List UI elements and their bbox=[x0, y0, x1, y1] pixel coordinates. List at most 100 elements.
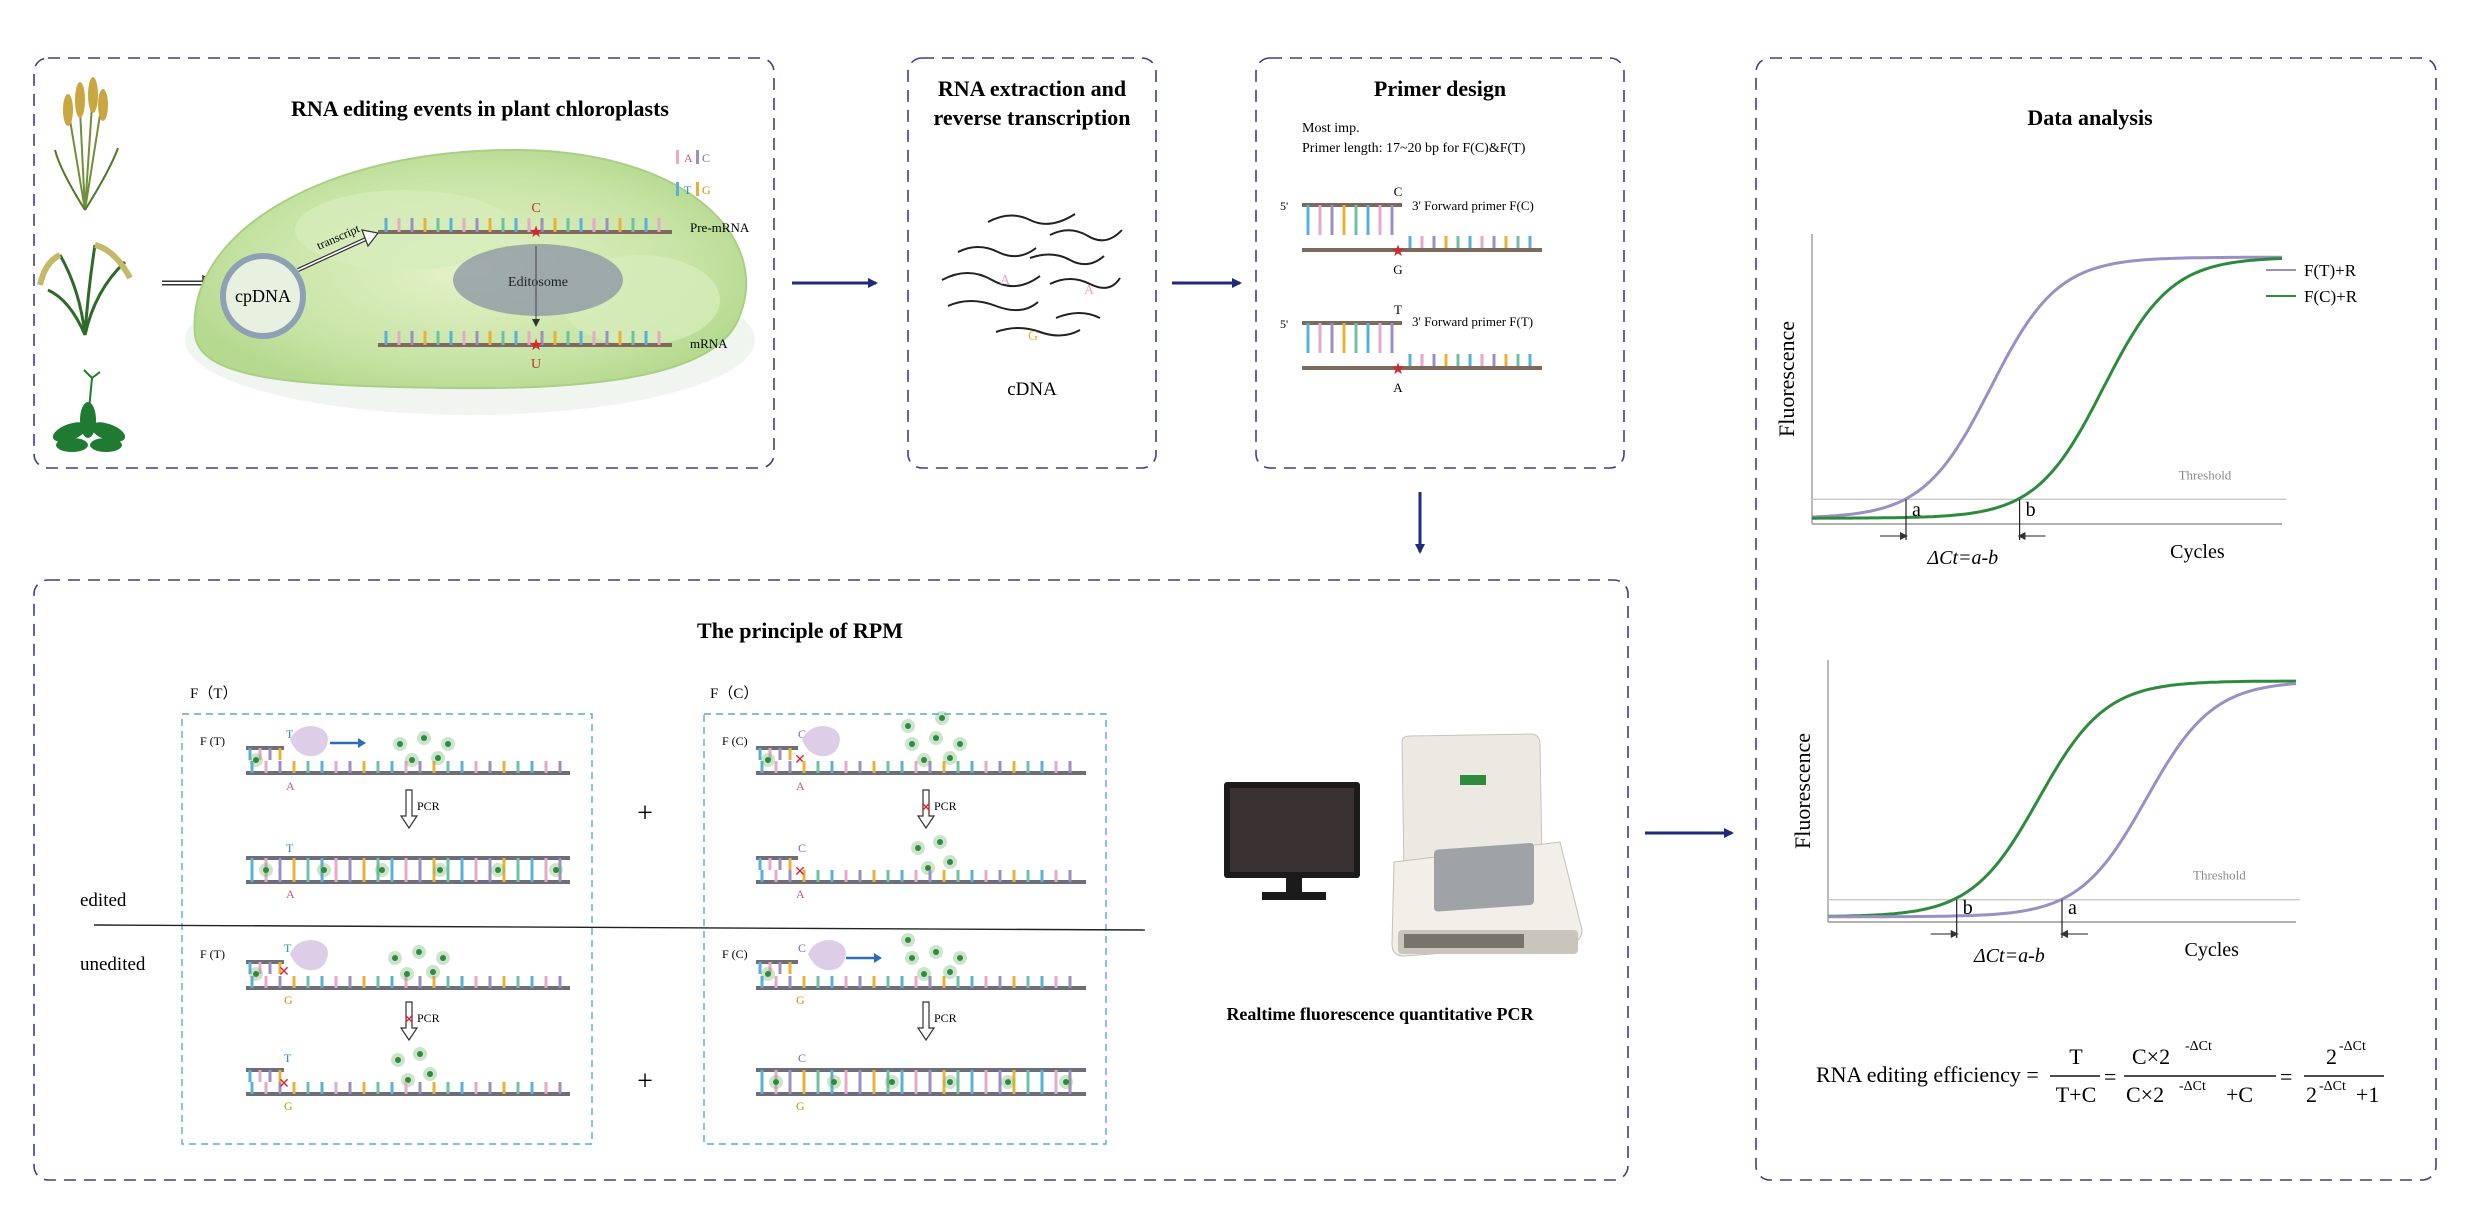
rpm-ft-small-1: F (T) bbox=[200, 734, 225, 748]
formula-exp-1: -ΔCt bbox=[2185, 1039, 2212, 1054]
delta-ct-label: ΔCt=a-b bbox=[1926, 547, 1998, 569]
pcr-arrow-icon bbox=[399, 789, 419, 830]
mismatch-x-icon: ✕ bbox=[403, 1013, 415, 1028]
formula-plus-one: +1 bbox=[2356, 1082, 2379, 1107]
threshold-label: Threshold bbox=[2193, 868, 2246, 883]
fluorescent-probe-icon bbox=[393, 737, 407, 751]
x-axis-label: Cycles bbox=[2170, 541, 2225, 563]
fluorescent-probe-icon bbox=[405, 753, 419, 767]
fluorescent-probe-icon bbox=[943, 855, 957, 869]
mismatch-x-icon: ✕ bbox=[794, 865, 806, 880]
cpdna-circle bbox=[220, 253, 306, 339]
computer-monitor-icon bbox=[1224, 782, 1360, 900]
primer-fc-base-g: G bbox=[1393, 262, 1402, 277]
rpm-fc-small-2: F (C) bbox=[722, 947, 748, 961]
fluorescent-probe-icon bbox=[441, 737, 455, 751]
mismatch-x-icon: ✕ bbox=[278, 1077, 290, 1092]
mismatch-x-icon: ✕ bbox=[278, 965, 290, 980]
fluorescent-probe-icon bbox=[413, 1047, 427, 1061]
fluorescent-probe-icon bbox=[929, 945, 943, 959]
formula-equals-2: = bbox=[2280, 1064, 2292, 1089]
frame-rpm bbox=[33, 579, 1629, 1181]
base-c: C bbox=[798, 941, 806, 955]
polymerase-icon bbox=[802, 726, 840, 757]
fluorescent-probe-icon bbox=[761, 753, 775, 767]
wheat-plant-icon bbox=[54, 77, 119, 211]
fluorescent-probe-icon bbox=[391, 1053, 405, 1067]
x-axis-label: Cycles bbox=[2185, 939, 2240, 961]
fluorescent-probe-icon bbox=[259, 863, 273, 877]
unedited-label: unedited bbox=[80, 954, 146, 975]
pcr-arrow-icon bbox=[916, 789, 936, 830]
fluorescent-probe-icon bbox=[388, 951, 402, 965]
panel-rpm: The principle of RPM F（T） F（C） edited un… bbox=[80, 618, 1583, 1145]
base-c: C bbox=[798, 1051, 806, 1065]
edited-divider bbox=[93, 924, 1146, 931]
fluorescent-probe-icon bbox=[901, 719, 915, 733]
fluorescent-probe-icon bbox=[1059, 1075, 1073, 1089]
rice-plant-icon bbox=[37, 242, 133, 336]
panel-primer: Primer design Most imp. Primer length: 1… bbox=[1280, 76, 1542, 395]
formula-label: RNA editing efficiency = bbox=[1816, 1062, 2039, 1087]
polymerase-icon bbox=[290, 940, 328, 971]
primer-fc-5prime: 5' bbox=[1280, 199, 1288, 213]
fluorescent-probe-icon bbox=[953, 737, 967, 751]
fluorescent-probe-icon bbox=[917, 753, 931, 767]
fluorescent-probe-icon bbox=[827, 1075, 841, 1089]
fluorescent-probe-icon bbox=[431, 751, 445, 765]
fluorescent-probe-icon bbox=[917, 967, 931, 981]
fluorescent-probe-icon bbox=[921, 861, 935, 875]
legend-g: G bbox=[702, 183, 711, 197]
panel-editing: RNA editing events in plant chloroplasts bbox=[37, 77, 755, 452]
extension-arrowhead bbox=[358, 738, 366, 748]
fluorescent-probe-icon bbox=[401, 1073, 415, 1087]
base-g: G bbox=[284, 993, 293, 1007]
pre-mrna-base-c: C bbox=[531, 201, 540, 216]
primer-title: Primer design bbox=[1374, 76, 1506, 101]
rpm-ft-small-2: F (T) bbox=[200, 947, 225, 961]
legend-t: T bbox=[684, 183, 692, 197]
pcr-label: PCR bbox=[934, 1011, 957, 1025]
pre-mrna-label: Pre-mRNA bbox=[690, 220, 750, 235]
plus-top: + bbox=[637, 798, 653, 829]
delta-ct-label: ΔCt=a-b bbox=[1973, 945, 2045, 967]
panel-frames bbox=[33, 57, 2437, 1181]
fluorescent-probe-icon bbox=[943, 1075, 957, 1089]
fluorescent-probe-icon bbox=[1001, 1075, 1015, 1089]
y-axis-label: Fluorescence bbox=[1790, 733, 1815, 849]
efficiency-formula: RNA editing efficiency = T T+C = C×2 -ΔC… bbox=[1816, 1039, 2384, 1107]
base-c: C bbox=[798, 727, 806, 741]
machine-caption: Realtime fluorescence quantitative PCR bbox=[1226, 1004, 1534, 1024]
fluorescent-probe-icon bbox=[317, 863, 331, 877]
amplification-curve bbox=[1812, 257, 2283, 520]
fluorescent-probe-icon bbox=[901, 933, 915, 947]
fluorescent-probe-icon bbox=[935, 711, 949, 725]
frame-analysis bbox=[1755, 57, 2437, 1181]
qpcr-machine-icon bbox=[1391, 733, 1583, 957]
analysis-title: Data analysis bbox=[2027, 105, 2153, 130]
base-t: T bbox=[284, 1051, 292, 1065]
mismatch-x-icon: ✕ bbox=[794, 753, 806, 768]
primer-fc-base-c: C bbox=[1394, 184, 1403, 199]
fluorescent-probe-icon bbox=[905, 951, 919, 965]
base-a: A bbox=[796, 779, 805, 793]
frame-primer bbox=[1255, 57, 1625, 469]
mrna-base-u: U bbox=[531, 357, 541, 372]
fluorescent-probe-icon bbox=[933, 835, 947, 849]
base-a: A bbox=[796, 887, 805, 901]
threshold-label: Threshold bbox=[2179, 467, 2232, 482]
ct-marker-label: b bbox=[2026, 499, 2036, 521]
flow-arrows bbox=[792, 278, 1734, 838]
mrna-red-star-icon: ★ bbox=[529, 337, 543, 354]
ct-marker-label: a bbox=[2068, 897, 2077, 919]
primer-ft-5prime: 5' bbox=[1280, 317, 1288, 331]
formula-two-denominator: 2 bbox=[2306, 1082, 2317, 1107]
fluorescent-probe-icon bbox=[911, 841, 925, 855]
primer-ft-red-star-icon: ★ bbox=[1391, 361, 1405, 378]
fluorescent-probe-icon bbox=[943, 965, 957, 979]
extension-arrowhead bbox=[874, 953, 882, 963]
mismatch-x-icon: ✕ bbox=[920, 801, 932, 816]
